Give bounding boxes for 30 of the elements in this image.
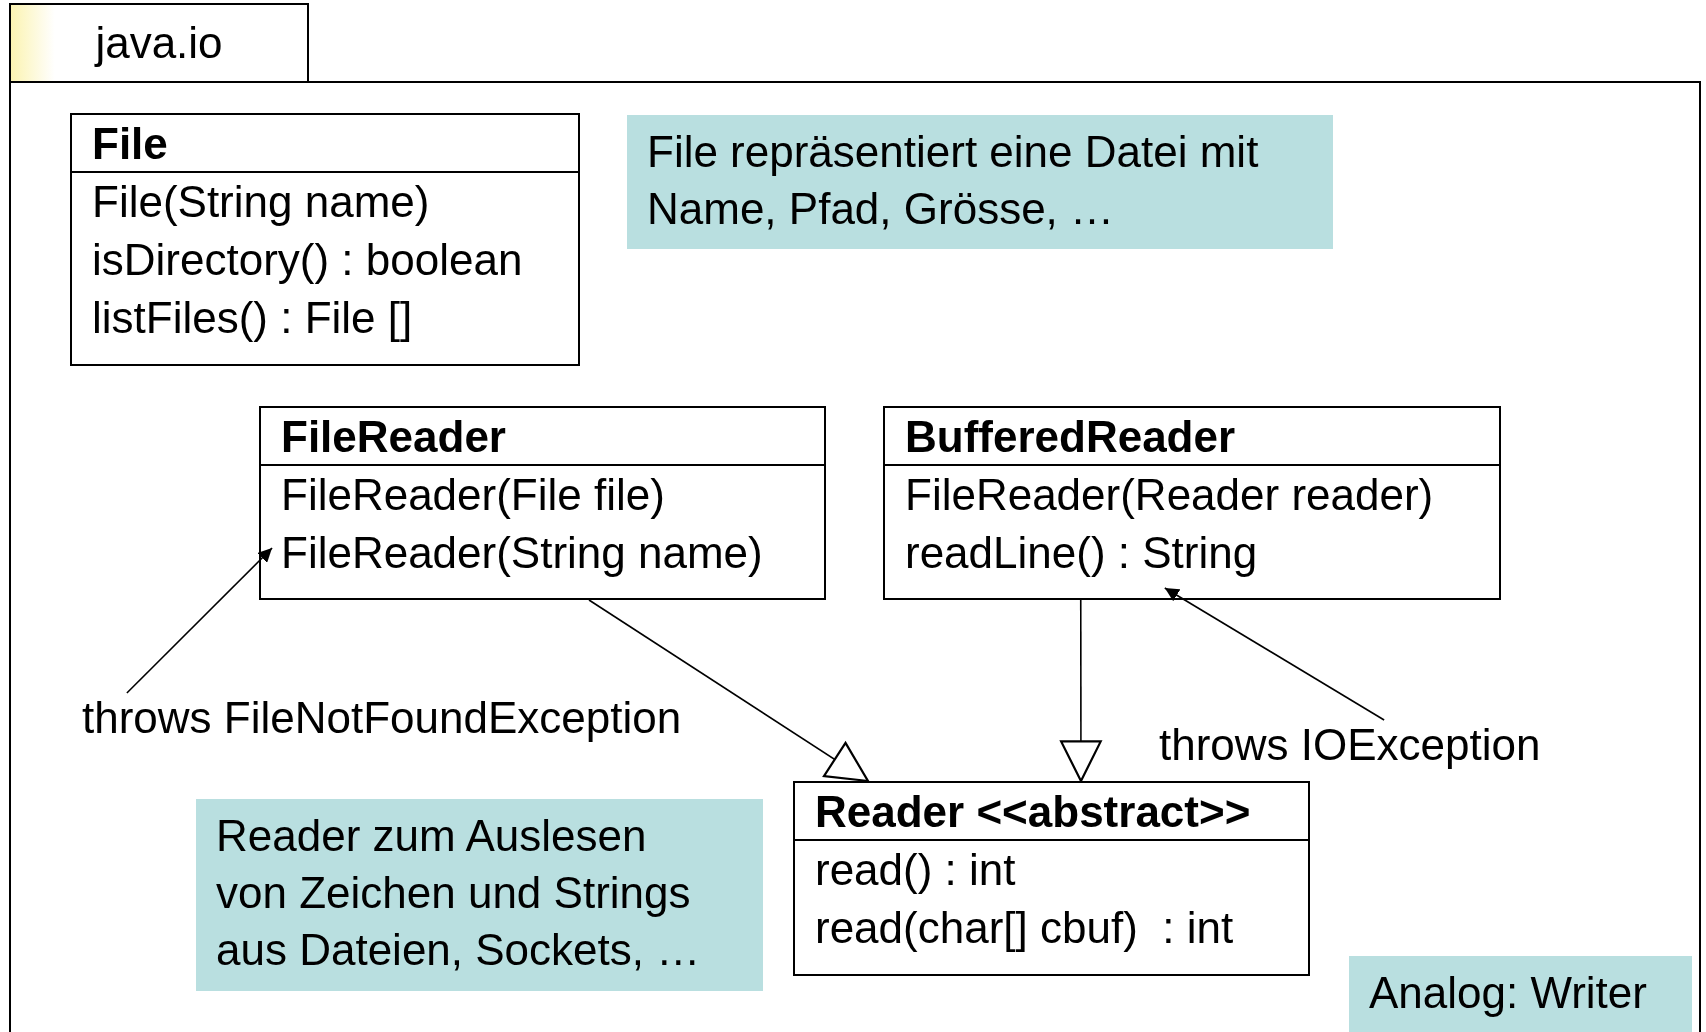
generalization-arrow [588, 599, 870, 783]
note-text: Reader zum Auslesen von Zeichen und Strings aus Dateien, Sockets, … [216, 810, 702, 976]
class-member: FileReader(Reader reader) [904, 469, 1435, 521]
class-member: listFiles() : File [] [91, 292, 414, 344]
leader-arrow [126, 547, 273, 694]
class-member: read(char[] cbuf) : int [814, 902, 1235, 954]
class-box [70, 113, 580, 366]
note-box [1349, 956, 1692, 1032]
class-member: read() : int [814, 844, 1017, 896]
class-member: File(String name) [91, 176, 431, 228]
class-box [259, 406, 826, 600]
class-name: FileReader [261, 408, 824, 466]
note-box [627, 115, 1333, 249]
class-member: isDirectory() : boolean [91, 234, 524, 286]
note-text: Analog: Writer [1369, 967, 1648, 1019]
exception-label: throws IOException [1159, 720, 1541, 769]
package-name: java.io [93, 17, 224, 69]
class-name: Reader <<abstract>> [795, 783, 1308, 841]
class-member: FileReader(String name) [280, 527, 764, 579]
generalization-arrow [1060, 599, 1102, 783]
class-name: File [72, 115, 578, 173]
leader-arrow [1164, 587, 1385, 721]
note-text: File repräsentiert eine Datei mit Name, Pfad, Grösse, … [647, 126, 1260, 235]
exception-label: throws FileNotFoundException [82, 693, 682, 742]
class-name: BufferedReader [885, 408, 1499, 466]
class-box [883, 406, 1501, 600]
class-member: readLine() : String [904, 527, 1259, 579]
class-member: FileReader(File file) [280, 469, 666, 521]
class-box [793, 781, 1310, 976]
note-box [196, 799, 763, 991]
